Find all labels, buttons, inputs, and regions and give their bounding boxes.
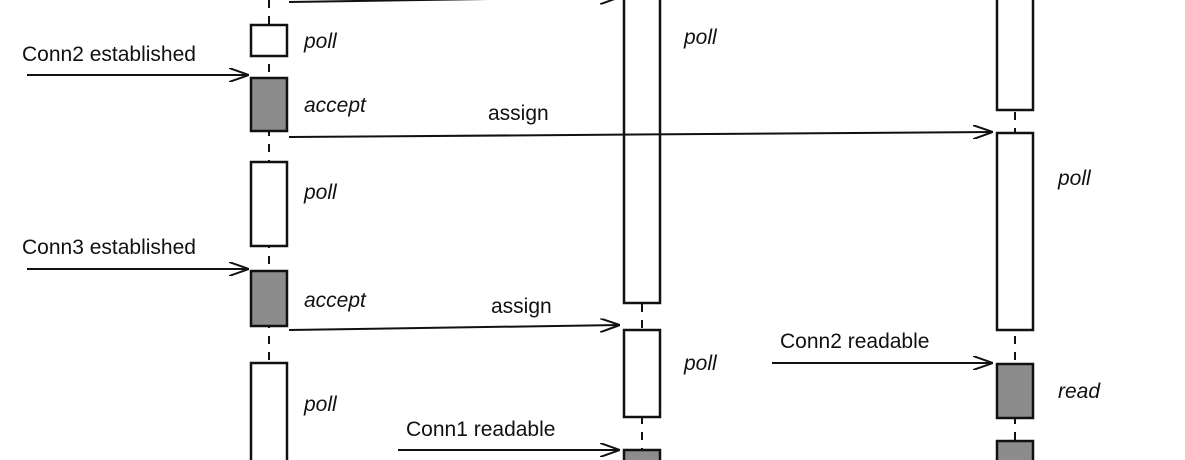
conn1-readable-label: Conn1 readable <box>406 418 555 441</box>
main-accept-box-1 <box>249 76 289 133</box>
worker2-poll-label-1: poll <box>1057 167 1092 190</box>
worker2-read-box <box>995 362 1035 420</box>
worker1-poll-box-2 <box>622 328 662 419</box>
worker1-poll-label-2: poll <box>683 352 718 375</box>
assign-arrow-2 <box>288 325 620 330</box>
main-accept-label-2: accept <box>304 289 367 312</box>
worker1-poll-label-1: poll <box>683 26 718 49</box>
main-poll-box-3 <box>249 361 289 460</box>
worker2-read-label: read <box>1058 380 1101 403</box>
assign-label-2: assign <box>491 295 552 318</box>
main-poll-label-1: poll <box>303 30 338 53</box>
main-accept-label-1: accept <box>304 94 367 117</box>
conn2-readable-label: Conn2 readable <box>780 330 929 353</box>
worker1-read-box <box>622 448 662 460</box>
main-accept-box-2 <box>249 269 289 328</box>
main-poll-label-2: poll <box>303 181 338 204</box>
conn2-established-label: Conn2 established <box>22 43 196 66</box>
main-poll-label-3: poll <box>303 393 338 416</box>
conn3-established-label: Conn3 established <box>22 236 196 259</box>
worker2-poll-box-0 <box>995 0 1035 112</box>
assign-label-1: assign <box>488 102 549 125</box>
top-arrow <box>288 0 620 2</box>
worker2-poll-box-1 <box>995 131 1035 332</box>
main-poll-box-2 <box>249 160 289 248</box>
assign-arrow-1 <box>288 132 993 137</box>
worker2-next-box <box>995 439 1035 460</box>
main-poll-box-1 <box>249 23 289 58</box>
worker1-poll-box-1 <box>622 0 662 305</box>
